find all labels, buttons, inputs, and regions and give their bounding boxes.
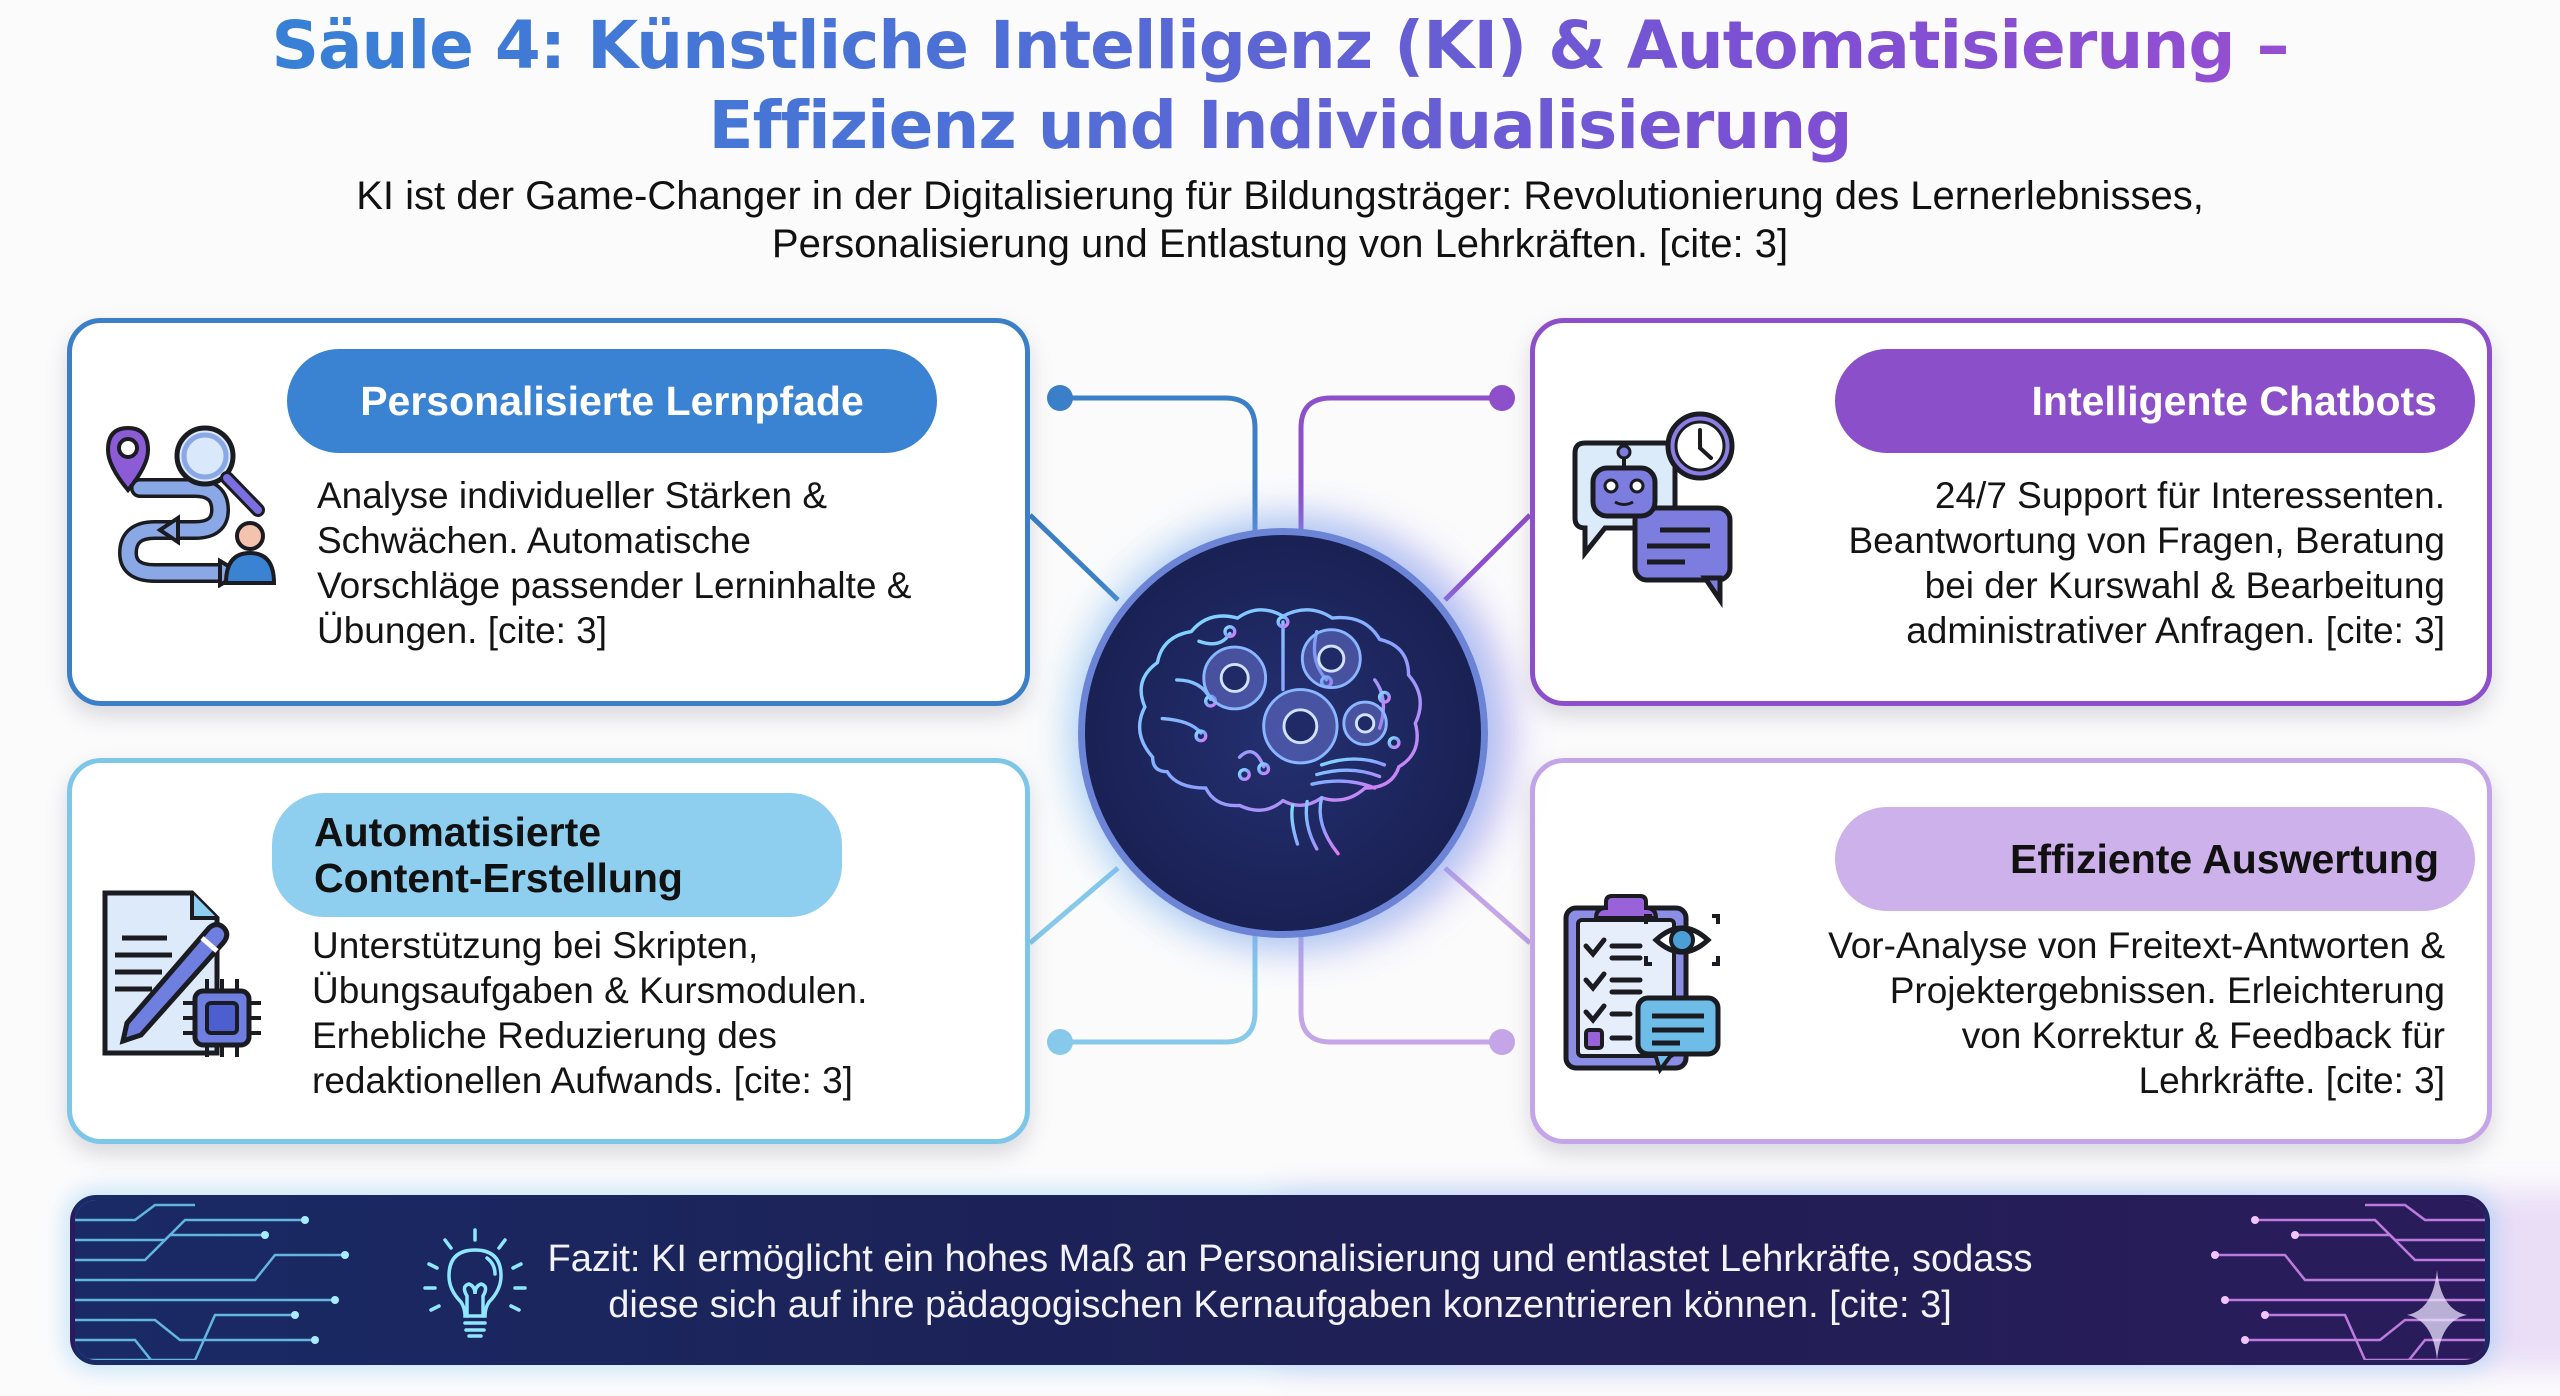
card-description: 24/7 Support für Interessenten. Beantwor… bbox=[1849, 473, 2446, 653]
description-line: Vorschläge passender Lerninhalte & bbox=[317, 565, 912, 606]
description-line: Projektergebnissen. Erleichterung bbox=[1889, 970, 2445, 1011]
title-line-2: Effizienz und Individualisierung bbox=[708, 87, 1852, 164]
description-line: bei der Kurswahl & Bearbeitung bbox=[1924, 565, 2445, 606]
description-line: administrativer Anfragen. [cite: 3] bbox=[1906, 610, 2445, 651]
brain-gears-icon bbox=[1137, 608, 1422, 856]
card-title: Personalisierte Lernpfade bbox=[360, 378, 864, 424]
card-description: Analyse individueller Stärken & Schwäche… bbox=[317, 473, 911, 653]
card-title-pill: Intelligente Chatbots bbox=[1835, 349, 2475, 453]
central-hub bbox=[1078, 528, 1488, 938]
description-line: Erhebliche Reduzierung des bbox=[312, 1015, 777, 1056]
card-description: Vor-Analyse von Freitext-Antworten & Pro… bbox=[1828, 923, 2445, 1103]
document-pen-chip-icon bbox=[97, 883, 277, 1063]
card-description: Unterstützung bei Skripten, Übungsaufgab… bbox=[312, 923, 867, 1103]
card-title-pill: Personalisierte Lernpfade bbox=[287, 349, 937, 453]
card-title-pill: Automatisierte Content-Erstellung bbox=[272, 793, 842, 917]
conclusion-banner: Fazit: KI ermöglicht ein hohes Maß an Pe… bbox=[70, 1195, 2490, 1365]
card-title: Automatisierte bbox=[314, 809, 602, 855]
conclusion-line-1: Fazit: KI ermöglicht ein hohes Maß an Pe… bbox=[547, 1238, 2033, 1280]
description-line: Beantwortung von Fragen, Beratung bbox=[1848, 520, 2446, 561]
description-line: Schwächen. Automatische bbox=[317, 520, 751, 561]
description-line: 24/7 Support für Interessenten. bbox=[1934, 475, 2445, 516]
description-line: Unterstützung bei Skripten, bbox=[312, 925, 759, 966]
card-personalisierte-lernpfade: Personalisierte Lernpfade Analyse indivi… bbox=[67, 318, 1030, 706]
learning-path-icon bbox=[100, 418, 280, 589]
lightbulb-icon bbox=[423, 1228, 527, 1338]
sparkle-icon bbox=[2407, 1270, 2467, 1360]
card-title: Effiziente Auswertung bbox=[2010, 836, 2439, 882]
description-line: Vor-Analyse von Freitext-Antworten & bbox=[1828, 925, 2445, 966]
conclusion-text: Fazit: KI ermöglicht ein hohes Maß an Pe… bbox=[75, 1236, 2485, 1328]
description-line: Übungen. [cite: 3] bbox=[317, 610, 608, 651]
title-line-1: Säule 4: Künstliche Intelligenz (KI) & A… bbox=[271, 7, 2289, 84]
subtitle-line-2: Personalisierung und Entlastung von Lehr… bbox=[771, 222, 1789, 266]
description-line: Analyse individueller Stärken & bbox=[317, 475, 828, 516]
description-line: Übungsaufgaben & Kursmodulen. bbox=[312, 970, 868, 1011]
card-title-pill: Effiziente Auswertung bbox=[1835, 807, 2475, 911]
description-line: redaktionellen Aufwands. [cite: 3] bbox=[312, 1060, 853, 1101]
card-effiziente-auswertung: Effiziente Auswertung Vor-Analyse von Fr… bbox=[1530, 758, 2492, 1144]
card-title: Intelligente Chatbots bbox=[2031, 378, 2437, 424]
card-intelligente-chatbots: Intelligente Chatbots 24/7 Support für I… bbox=[1530, 318, 2492, 706]
card-automatisierte-content-erstellung: Automatisierte Content-Erstellung Unters… bbox=[67, 758, 1030, 1144]
page-title: Säule 4: Künstliche Intelligenz (KI) & A… bbox=[0, 6, 2560, 166]
circuit-decoration-left-icon bbox=[75, 1203, 349, 1360]
chatbot-icon bbox=[1565, 408, 1745, 609]
conclusion-line-2: diese sich auf ihre pädagogischen Kernau… bbox=[608, 1284, 1952, 1326]
card-title: Content-Erstellung bbox=[314, 855, 683, 901]
subtitle-line-1: KI ist der Game-Changer in der Digitalis… bbox=[356, 174, 2204, 218]
description-line: Lehrkräfte. [cite: 3] bbox=[2138, 1060, 2445, 1101]
page-subtitle: KI ist der Game-Changer in der Digitalis… bbox=[0, 172, 2560, 268]
clipboard-eye-icon bbox=[1560, 888, 1740, 1078]
description-line: von Korrektur & Feedback für bbox=[1961, 1015, 2445, 1056]
